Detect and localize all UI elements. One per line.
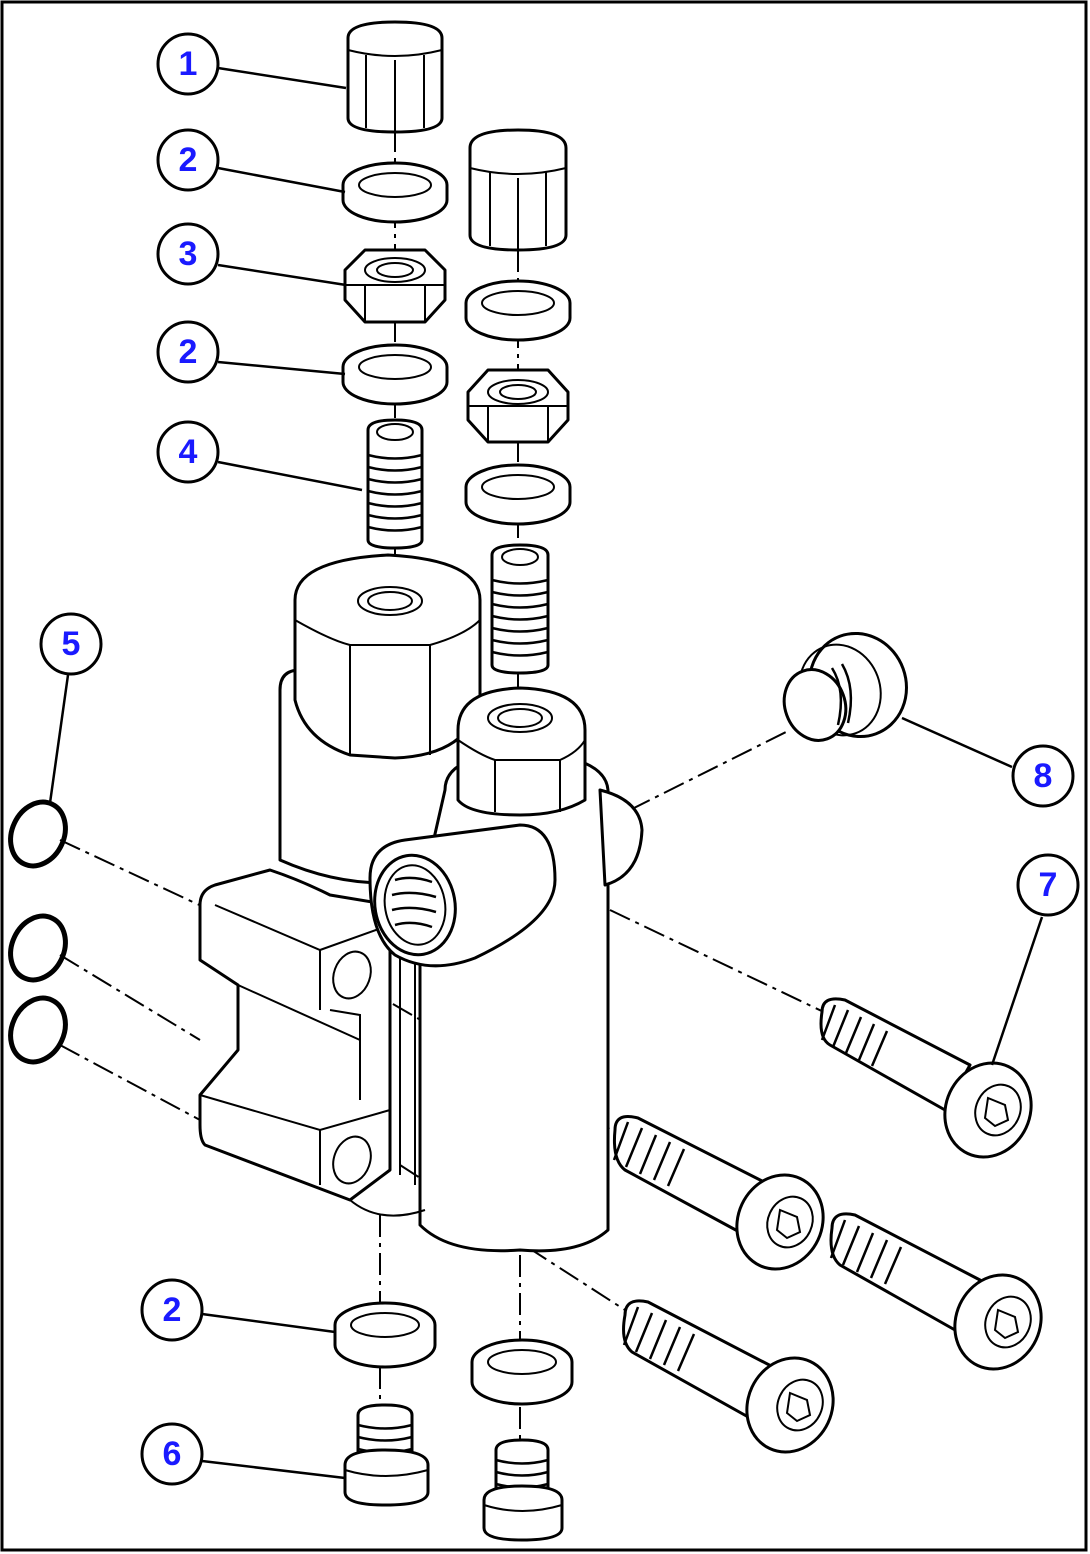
washer-right-lower (464, 463, 572, 526)
callout-7-label: 7 (1039, 866, 1058, 904)
plug-bottom-left (343, 1403, 430, 1507)
plug-bottom-right (482, 1438, 564, 1542)
cap-nut-right (468, 128, 568, 252)
callout-8: 8 (1011, 744, 1075, 808)
callout-6: 6 (140, 1422, 204, 1486)
o-ring-middle (8, 913, 68, 983)
socket-head-bolt-1 (819, 997, 1033, 1159)
callout-6-label: 6 (163, 1435, 182, 1473)
adjusting-screw-right (490, 543, 550, 675)
socket-head-bolt-3 (829, 1212, 1043, 1371)
callout-2-upper-label: 2 (179, 141, 198, 179)
o-ring-lower (8, 995, 68, 1065)
o-rings (8, 799, 68, 1065)
o-ring-upper (8, 799, 68, 869)
callout-4: 4 (156, 420, 220, 484)
callout-8-label: 8 (1034, 757, 1053, 795)
socket-head-bolt-4 (622, 1299, 835, 1454)
callout-5-label: 5 (62, 625, 81, 663)
plug-side (782, 631, 908, 742)
callout-2-middle-label: 2 (179, 333, 198, 371)
hex-nut-left (343, 248, 447, 324)
callout-2-upper: 2 (156, 128, 220, 192)
washer-right-upper (464, 279, 572, 342)
callout-4-label: 4 (179, 433, 198, 471)
callout-2-lower: 2 (140, 1278, 204, 1342)
socket-head-bolt-2 (612, 1115, 825, 1271)
washer-left-upper (341, 161, 449, 224)
callout-7: 7 (1016, 853, 1080, 917)
washer-bottom-left (333, 1301, 437, 1369)
callout-3: 3 (156, 222, 220, 286)
callout-1-label: 1 (179, 45, 198, 83)
callout-2-lower-label: 2 (163, 1291, 182, 1329)
callout-2-middle: 2 (156, 320, 220, 384)
callout-1: 1 (156, 32, 220, 96)
valve-body (198, 553, 644, 1253)
cap-nut-left (346, 20, 444, 134)
washer-bottom-right (470, 1338, 574, 1406)
callout-5: 5 (39, 612, 103, 676)
callout-3-label: 3 (179, 235, 198, 273)
leader-lines (48, 66, 1044, 1480)
adjusting-screw-left (366, 418, 424, 550)
washer-left-lower (341, 343, 449, 406)
hex-nut-right (466, 368, 570, 444)
